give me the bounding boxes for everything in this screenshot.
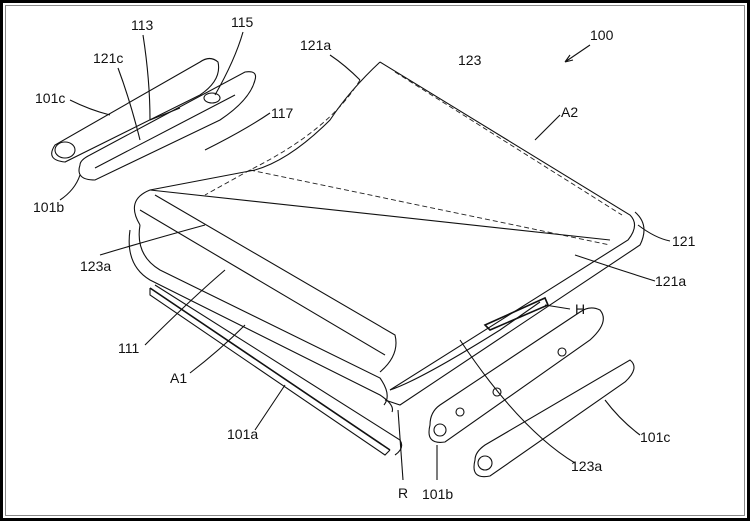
label-117: 117 [271,105,294,121]
label-123a-left: 123a [80,258,111,274]
label-100: 100 [590,27,614,43]
label-111: 111 [118,340,139,356]
side-frame-101b-left [78,71,257,181]
link-101c-right [473,359,635,478]
housing-111 [128,194,645,413]
label-113: 113 [131,17,154,33]
reference-arrow-100 [564,44,591,63]
label-121a-top: 121a [300,37,331,53]
label-101a: 101a [227,426,258,442]
label-101c-left: 101c [35,90,65,106]
exploded-device-drawing: 100 113 115 121a 123 121c 101c 117 A2 10… [33,14,696,502]
label-101b-bottom: 101b [422,486,453,502]
label-A2: A2 [561,104,578,120]
label-101b-left: 101b [33,199,64,215]
label-123: 123 [458,52,482,68]
display-panel-123 [133,61,636,391]
label-H: H [575,301,585,317]
link-101c-left [51,57,220,163]
side-frame-101b-right [428,307,604,443]
label-123a-right: 123a [571,458,602,474]
label-121c: 121c [93,50,123,66]
label-121: 121 [672,233,696,249]
label-101c-right: 101c [640,429,670,445]
label-A1: A1 [170,370,187,386]
label-115: 115 [231,14,254,30]
label-R: R [398,485,408,501]
label-121a-right: 121a [655,273,686,289]
leader-lines [59,31,671,481]
